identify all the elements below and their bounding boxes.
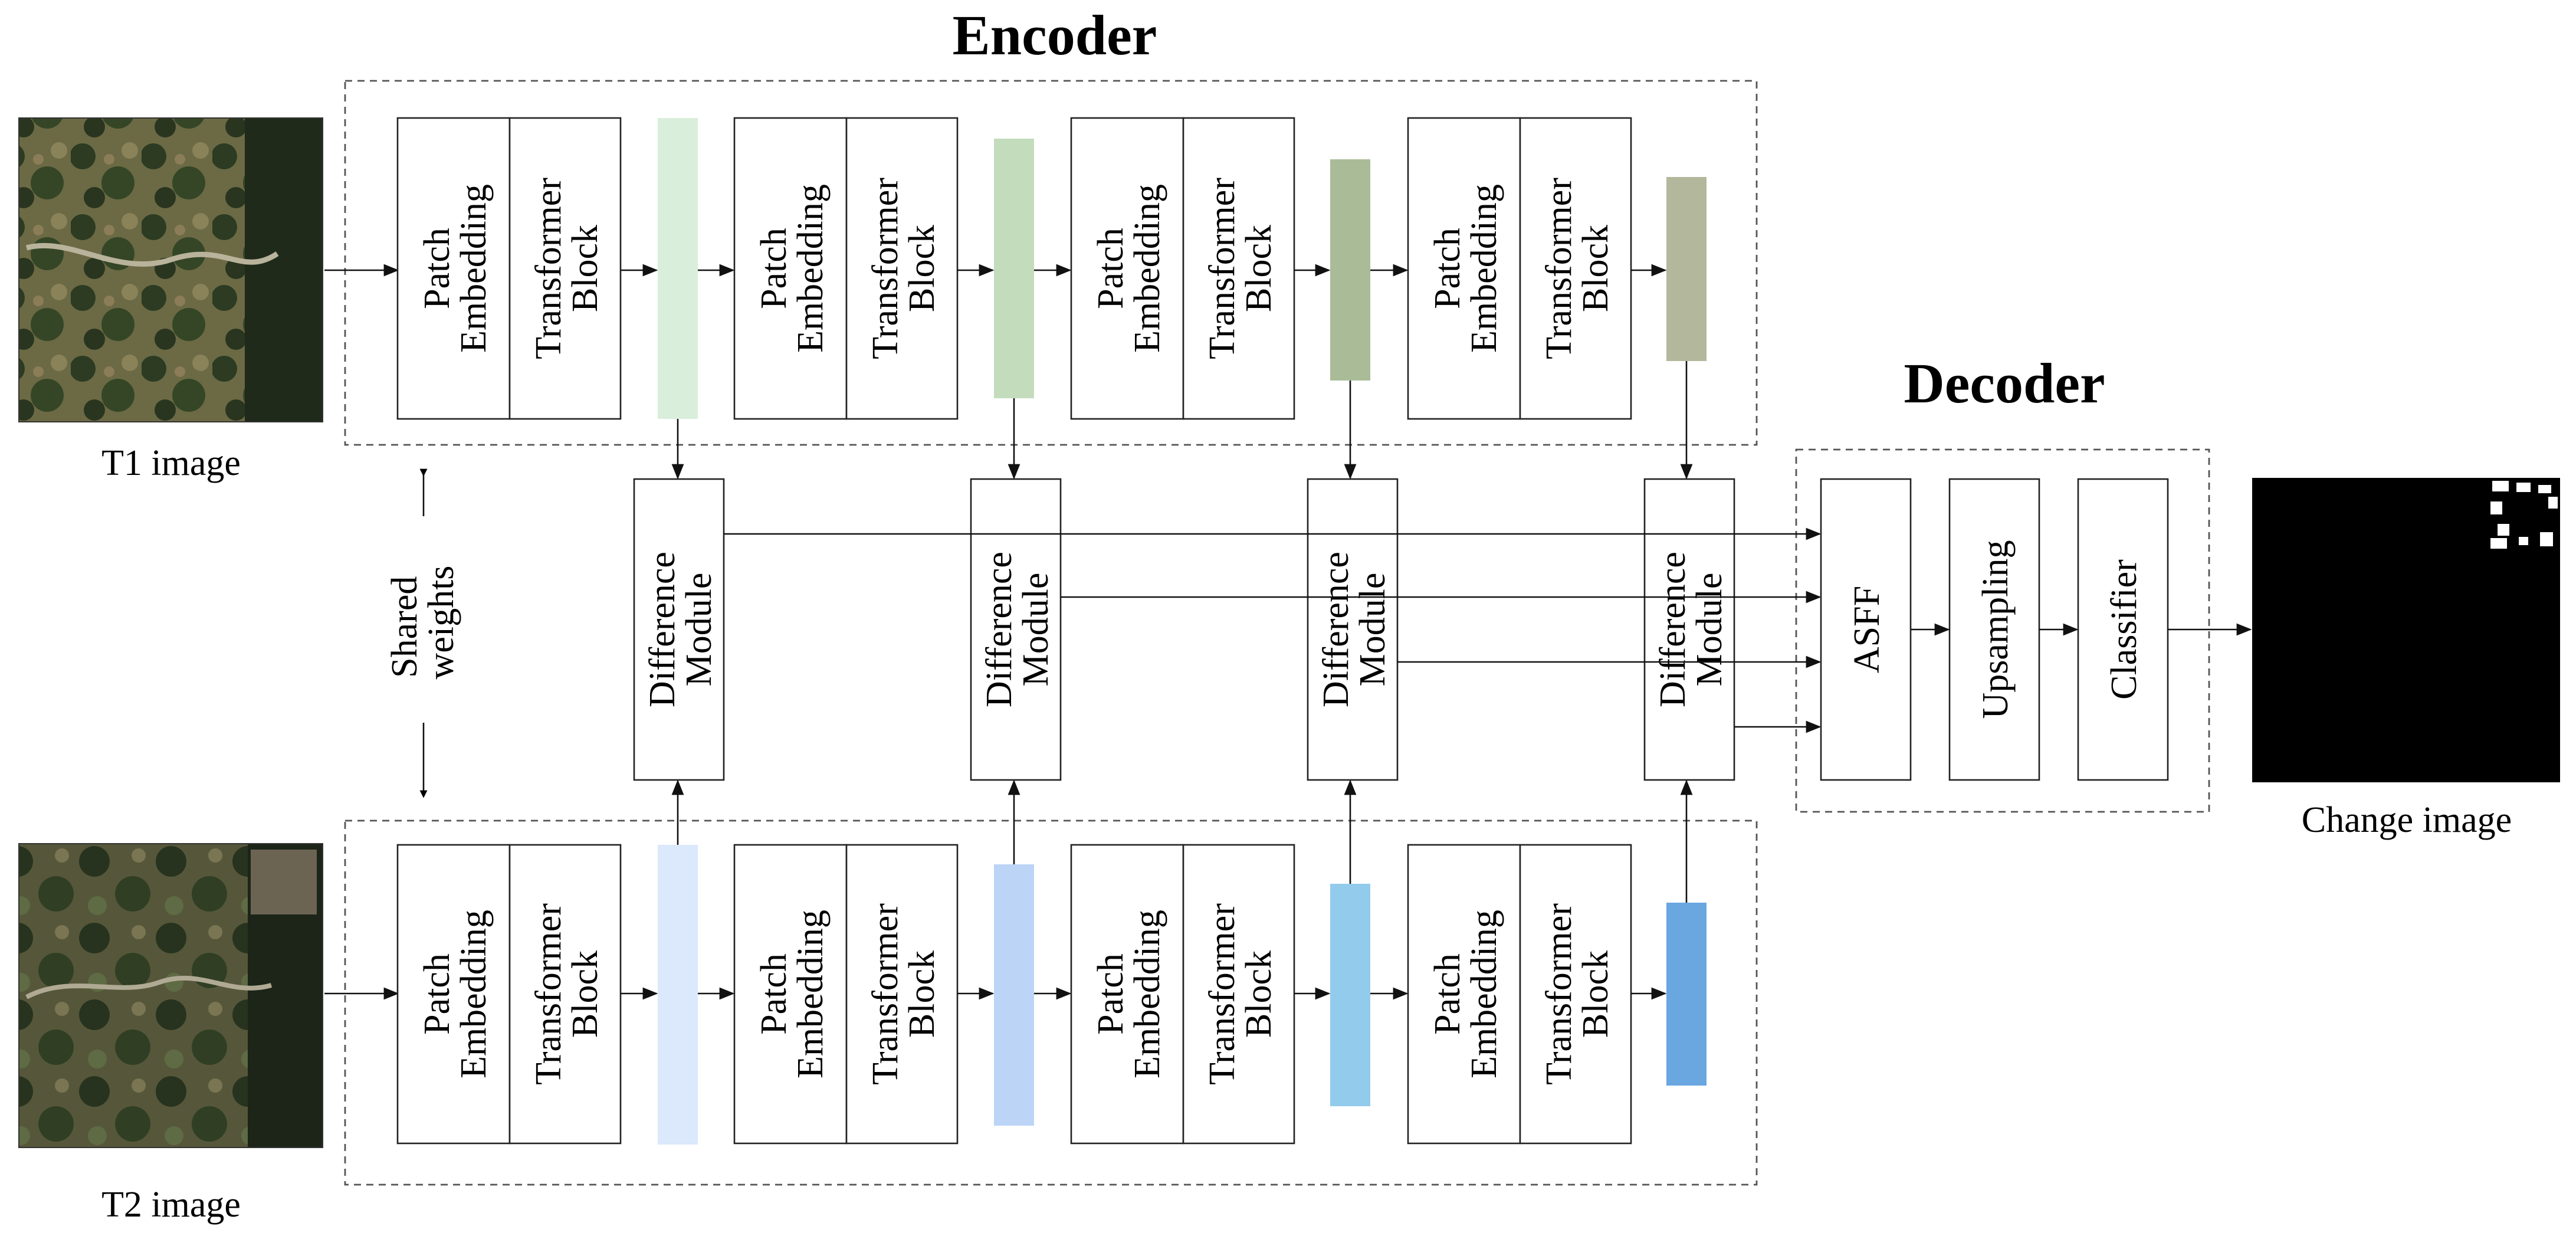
t2-stage-3: PatchEmbedding TransformerBlock [1070,844,1295,1145]
transformer-block-label: TransformerBlock [1539,903,1616,1085]
t2-image [18,843,323,1148]
asff-block: ASFF [1820,478,1912,781]
t2-feature-map-4 [1666,903,1707,1086]
classifier-label: Classifier [2104,559,2144,700]
t2-feature-map-1 [658,845,698,1145]
transformer-block [1182,844,1295,1145]
transformer-block-label: TransformerBlock [1539,178,1616,359]
patch-embedding-block [733,844,848,1145]
patch-embedding-block [1070,844,1184,1145]
transformer-block [1182,117,1295,420]
encoder-t2-group [344,819,1758,1186]
change-image-label: Change image [2302,800,2512,840]
transformer-block [508,117,622,420]
t1-image [18,117,323,422]
difference-module-label: DifferenceModule [642,552,719,707]
t2-stage-4: PatchEmbedding TransformerBlock [1407,844,1632,1145]
t2-feature-map-2 [994,864,1034,1126]
difference-module-3: DifferenceModule [1307,478,1399,781]
t1-stage-2: PatchEmbedding TransformerBlock [733,117,959,420]
transformer-block-label: TransformerBlock [529,903,605,1085]
transformer-block [1519,844,1632,1145]
transformer-block [845,117,959,420]
transformer-block-label: TransformerBlock [1202,903,1279,1085]
difference-module-label: DifferenceModule [1316,552,1393,707]
encoder-t1-group [344,80,1758,446]
encoder-title: Encoder [953,4,1157,67]
t1-feature-map-2 [994,139,1034,398]
t1-feature-map-1 [658,118,698,419]
t2-stage-2: PatchEmbedding TransformerBlock [733,844,959,1145]
patch-embedding-label: PatchEmbedding [1091,184,1167,353]
t1-stage-4: PatchEmbedding TransformerBlock [1407,117,1632,420]
patch-embedding-label: PatchEmbedding [1428,910,1504,1078]
t1-feature-map-4 [1666,177,1707,361]
difference-module-1: DifferenceModule [633,478,725,781]
t1-stage-3: PatchEmbedding TransformerBlock [1070,117,1295,420]
patch-embedding-label: PatchEmbedding [417,184,494,353]
transformer-block-label: TransformerBlock [529,178,605,359]
transformer-block [845,844,959,1145]
difference-module-label: DifferenceModule [979,552,1056,707]
difference-module-2: DifferenceModule [970,478,1062,781]
t1-image-label: T1 image [101,443,241,483]
transformer-block-label: TransformerBlock [865,903,942,1085]
t2-stage-1: PatchEmbedding TransformerBlock [396,844,622,1145]
classifier-block: Classifier [2077,478,2169,781]
patch-embedding-block [1407,844,1521,1145]
decoder-title: Decoder [1904,352,2105,415]
t1-stage-1: PatchEmbedding TransformerBlock [396,117,622,420]
t2-feature-map-3 [1330,884,1370,1106]
upsampling-label: Upsampling [1976,540,2016,719]
t2-image-label: T2 image [101,1185,241,1225]
transformer-block-label: TransformerBlock [865,178,942,359]
decoder-group [1795,448,2210,813]
asff-label: ASFF [1847,586,1887,673]
transformer-block [1519,117,1632,420]
t1-feature-map-3 [1330,159,1370,381]
patch-embedding-block [1070,117,1184,420]
patch-embedding-block [396,117,511,420]
patch-embedding-label: PatchEmbedding [417,910,494,1078]
patch-embedding-label: PatchEmbedding [1091,910,1167,1078]
patch-embedding-block [733,117,848,420]
patch-embedding-label: PatchEmbedding [754,184,831,353]
difference-module-4: DifferenceModule [1643,478,1735,781]
transformer-block [508,844,622,1145]
transformer-block-label: TransformerBlock [1202,178,1279,359]
patch-embedding-block [1407,117,1521,420]
change-image [2252,478,2560,782]
upsampling-block: Upsampling [1948,478,2040,781]
shared-weights-label: Shared weights [385,566,461,680]
patch-embedding-block [396,844,511,1145]
difference-module-label: DifferenceModule [1653,552,1730,707]
patch-embedding-label: PatchEmbedding [1428,184,1504,353]
patch-embedding-label: PatchEmbedding [754,910,831,1078]
